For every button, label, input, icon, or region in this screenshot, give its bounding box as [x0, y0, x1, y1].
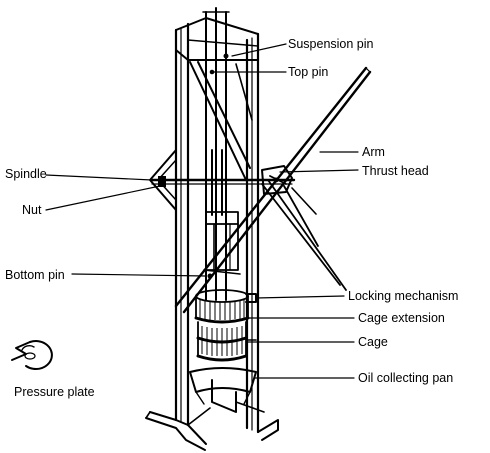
spindle-assembly — [150, 69, 296, 279]
label-arm: Arm — [362, 145, 385, 159]
labels: Suspension pin Top pin Arm Thrust head S… — [5, 37, 458, 399]
label-top-pin: Top pin — [288, 65, 328, 79]
label-locking-mechanism: Locking mechanism — [348, 289, 458, 303]
label-oil-collecting-pan: Oil collecting pan — [358, 371, 453, 385]
label-thrust-head: Thrust head — [362, 164, 429, 178]
label-suspension-pin: Suspension pin — [288, 37, 374, 51]
leader-lines — [45, 43, 359, 379]
pressure-plate-icon — [11, 340, 53, 370]
cage — [194, 289, 257, 362]
label-cage: Cage — [358, 335, 388, 349]
label-bottom-pin: Bottom pin — [5, 268, 65, 282]
label-pressure-plate: Pressure plate — [14, 385, 95, 399]
label-spindle: Spindle — [5, 167, 47, 181]
oil-collecting-pan — [189, 367, 257, 405]
label-nut: Nut — [22, 203, 42, 217]
frame — [145, 7, 279, 451]
label-cage-extension: Cage extension — [358, 311, 445, 325]
